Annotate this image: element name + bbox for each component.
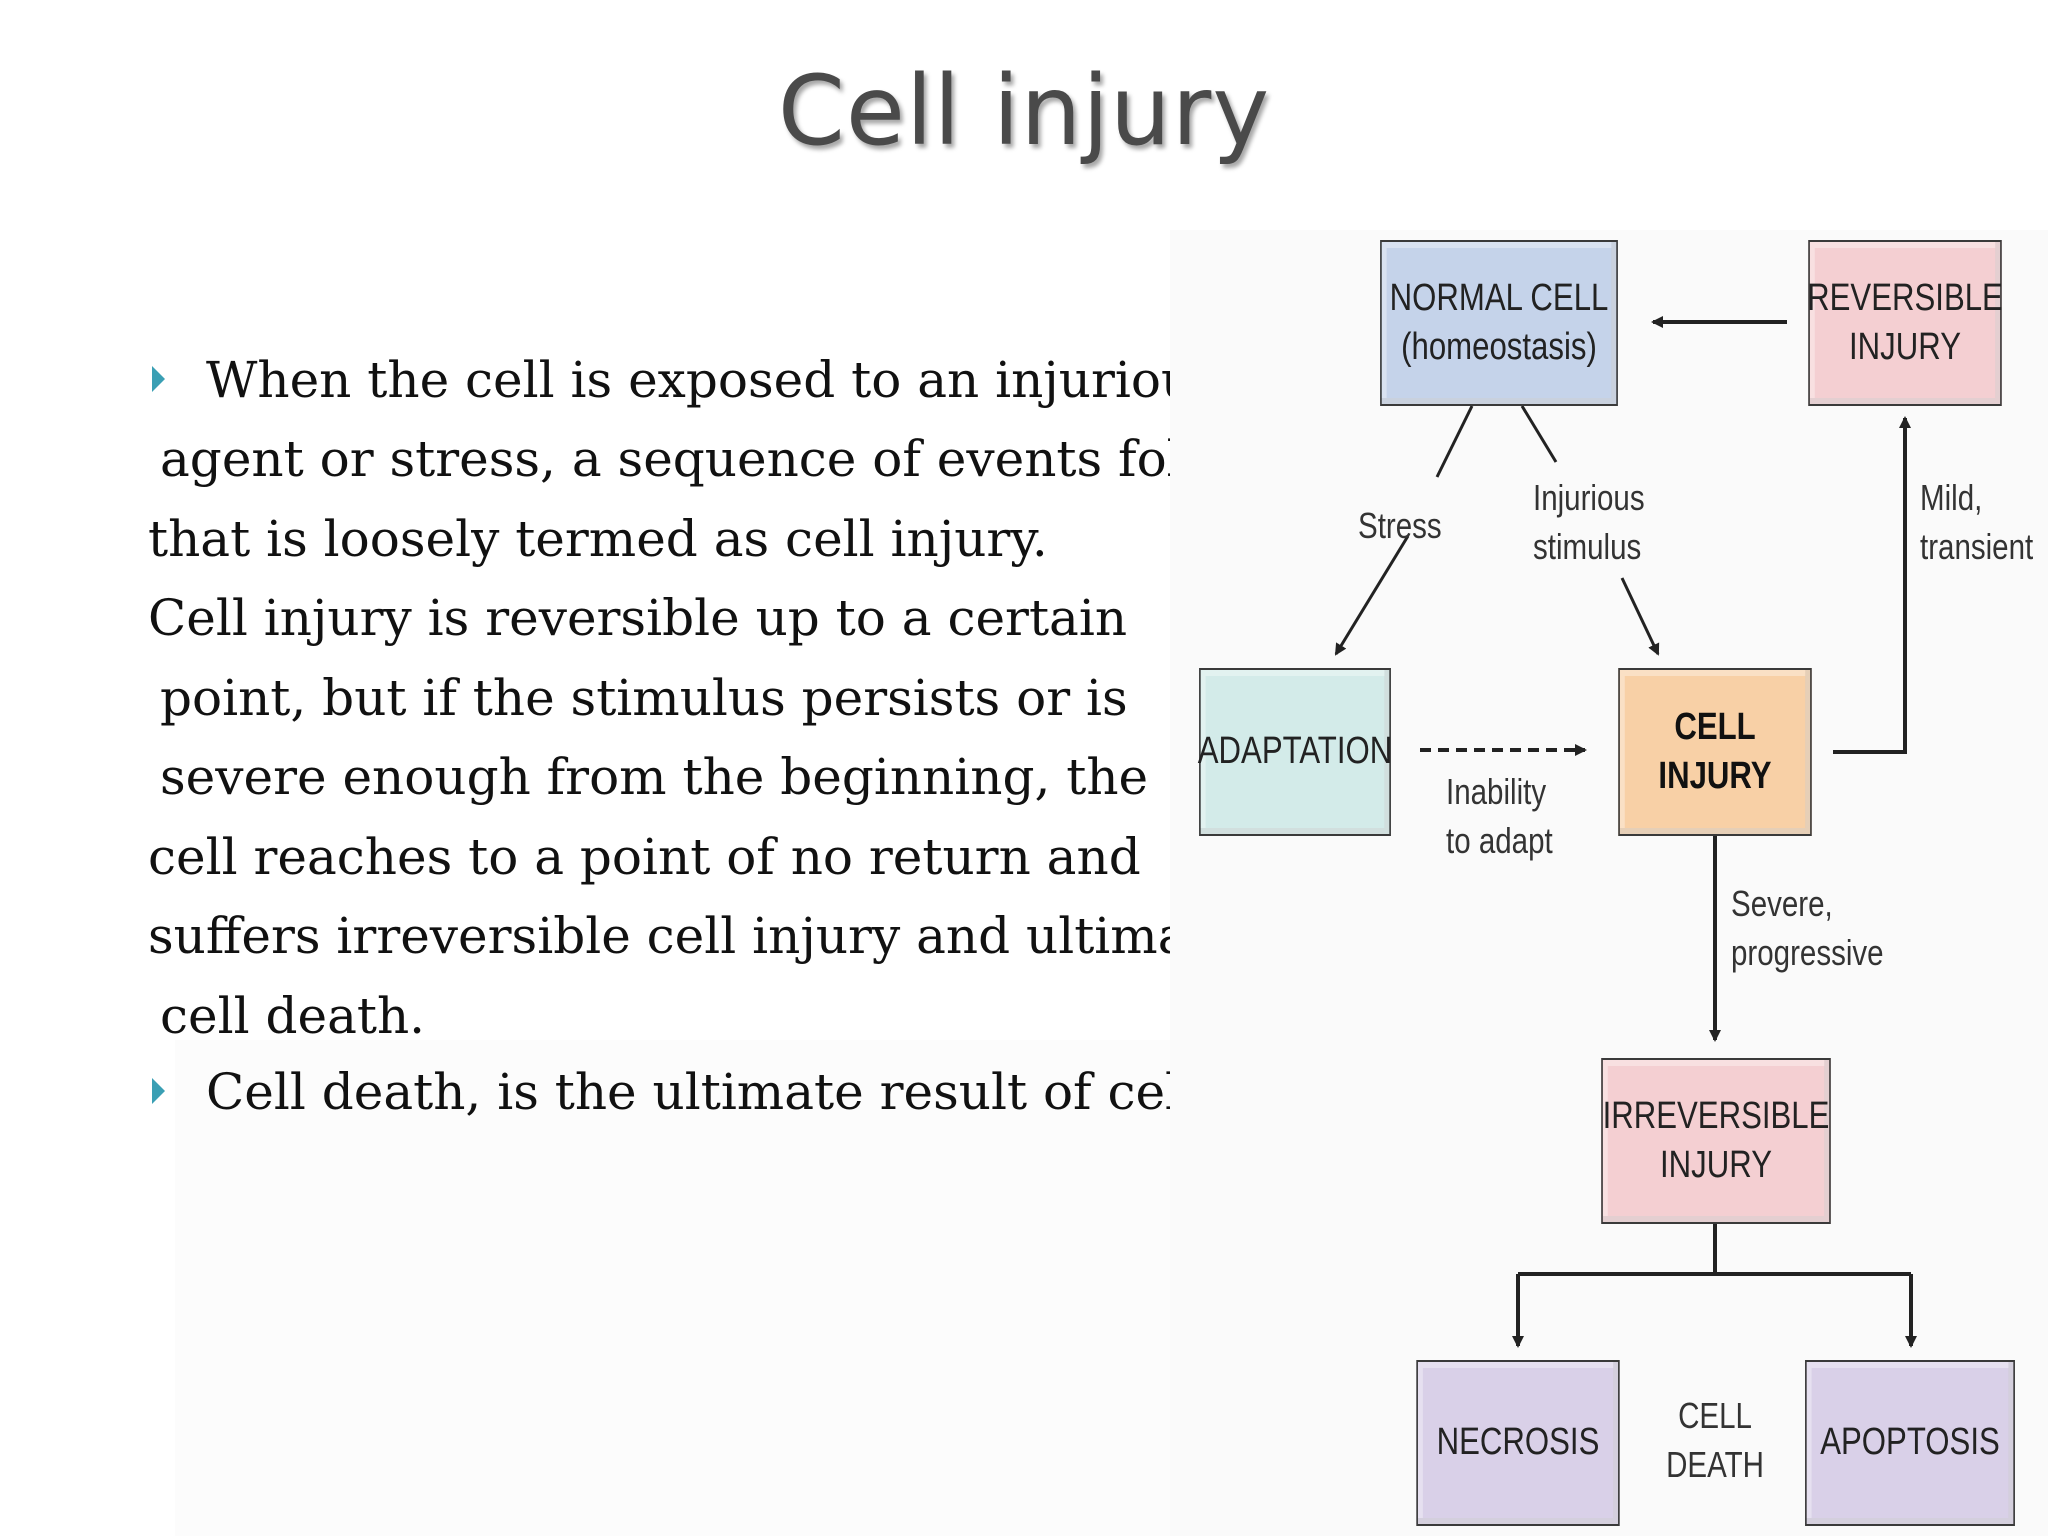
diagram-connectors: [1334, 316, 1917, 1348]
normal-cell-box: NORMAL CELL (homeostasis): [1380, 240, 1618, 406]
cell-injury-flow-diagram: NORMAL CELL (homeostasis) REVERSIBLE INJ…: [1170, 230, 2048, 1536]
reversible-injury-box: REVERSIBLE INJURY: [1807, 240, 2003, 406]
body-line-1: When the cell is exposed to an injurious: [206, 351, 1219, 409]
body-line-7: cell reaches to a point of no return and: [148, 828, 1141, 886]
body-line-6: severe enough from the beginning, the: [160, 748, 1149, 806]
stress-label: Stress: [1358, 505, 1442, 546]
body-line-8: suffers irreversible cell injury and ult…: [148, 907, 1282, 965]
body-line-3: that is loosely termed as cell injury.: [148, 510, 1048, 568]
body-line-10: Cell death, is the ultimate result of ce…: [206, 1063, 1361, 1121]
irreversible-injury-box: IRREVERSIBLE INJURY: [1601, 1058, 1831, 1224]
adaptation-box: ADAPTATION: [1198, 668, 1392, 836]
bullet-icon: [152, 366, 165, 392]
cell-death-label: CELL DEATH: [1666, 1395, 1764, 1485]
cell-injury-box: CELL INJURY: [1618, 668, 1812, 836]
severe-progressive-label: Severe, progressive: [1731, 883, 1884, 973]
arrow-injury-to-reversible: [1833, 416, 1911, 754]
necrosis-box: NECROSIS: [1416, 1360, 1620, 1526]
slide-title: Cell injury: [777, 55, 1271, 167]
bullet-icon: [152, 1078, 165, 1104]
body-line-4: Cell injury is reversible up to a certai…: [148, 589, 1128, 647]
arrow-normal-to-adaptation-bottom: [1334, 535, 1410, 656]
slide-background-panel: [175, 1040, 1325, 1536]
arrow-normal-to-injury-top: [1520, 405, 1558, 463]
body-line-9: cell death.: [160, 987, 426, 1045]
apoptosis-box: APOPTOSIS: [1805, 1360, 2015, 1526]
injurious-stimulus-label: Injurious stimulus: [1533, 477, 1645, 567]
body-line-5: point, but if the stimulus persists or i…: [160, 669, 1128, 727]
arrow-normal-to-injury-bottom: [1620, 577, 1660, 656]
inability-to-adapt-label: Inability to adapt: [1446, 771, 1553, 861]
mild-transient-label: Mild, transient: [1920, 477, 2034, 567]
arrow-normal-to-adaptation-top: [1435, 405, 1474, 478]
body-line-2: agent or stress, a sequence of events fo…: [160, 430, 1298, 488]
